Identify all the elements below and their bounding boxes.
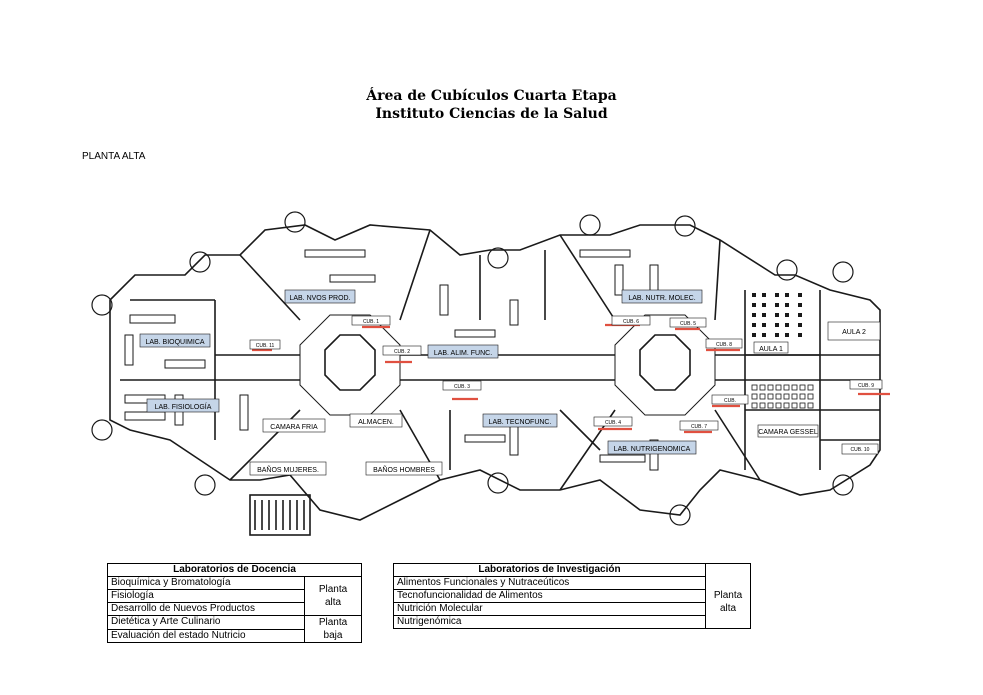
aula-1-label: AULA 1 (759, 346, 783, 353)
cub-5-label: CUB. 5 (680, 321, 696, 327)
cub-blank-label: CUB. (724, 398, 736, 404)
lab-bioquimica-label: LAB. BIOQUIMICA (145, 339, 204, 346)
docencia-row: Fisiología (107, 589, 305, 603)
lab-nvos-prod-box (284, 289, 356, 304)
lab-bioquimica-box (139, 333, 211, 348)
corner-towers (91, 211, 854, 526)
cub-10-label: CUB. 10 (851, 447, 870, 453)
cubicle-markers (252, 323, 890, 434)
floor-label: PLANTA ALTA (82, 151, 146, 162)
investigacion-row: Nutrigenómica (393, 615, 706, 629)
docencia-header: Laboratorios de Docencia (107, 563, 362, 577)
gessel-seating (751, 384, 814, 409)
lab-nvos-prod-label: LAB. NVOS PROD. (289, 295, 350, 302)
lab-fisiologia-label: LAB. FISIOLOGÍA (155, 402, 212, 411)
cub-6-label: CUB. 6 (623, 319, 639, 325)
aula-2-label: AULA 2 (842, 329, 866, 336)
docencia-row: Desarrollo de Nuevos Productos (107, 602, 305, 616)
docencia-loc-alta: Planta alta (304, 576, 362, 616)
title-line-2: Instituto Ciencias de la Salud (375, 106, 608, 122)
docencia-row: Dietética y Arte Culinario (107, 615, 305, 630)
banos-mujeres-label: BAÑOS MUJERES. (257, 465, 319, 474)
investigacion-loc: Planta alta (705, 576, 751, 629)
cub-4-label: CUB. 4 (605, 420, 621, 426)
docencia-row: Bioquímica y Bromatología (107, 576, 305, 590)
lab-nutrigenomica-box (607, 440, 697, 455)
cub-3-label: CUB. 3 (454, 384, 470, 390)
investigacion-table: Laboratorios de Investigación Alimentos … (393, 563, 751, 629)
cub-11-label: CUB. 11 (256, 343, 275, 349)
room-label-boxes (249, 315, 883, 476)
docencia-row: Evaluación del estado Nutricio (107, 628, 305, 643)
cub-9-label: CUB. 9 (858, 383, 874, 389)
plan-walls (109, 224, 881, 536)
investigacion-header: Laboratorios de Investigación (393, 563, 706, 577)
docencia-table: Laboratorios de Docencia Bioquímica y Br… (107, 563, 362, 643)
banos-hombres-label: BAÑOS HOMBRES (373, 465, 435, 474)
building-outline (109, 224, 881, 521)
lab-tecnofunc-label: LAB. TECNOFUNC. (489, 419, 552, 426)
cub-2-label: CUB. 2 (394, 349, 410, 355)
aula-seating (752, 293, 802, 337)
cub-7-label: CUB. 7 (691, 424, 707, 430)
lab-alim-func-box (427, 344, 499, 359)
lab-label-boxes (139, 289, 703, 455)
lab-nutrigenomica-label: LAB. NUTRIGENOMICA (614, 446, 691, 453)
camara-gessel-label: CAMARA GESSEL (758, 429, 818, 436)
lab-tecnofunc-box (482, 413, 558, 428)
camara-fria-label: CAMARA FRIA (270, 424, 318, 431)
cub-1-label: CUB. 1 (363, 319, 379, 325)
docencia-loc-baja: Planta baja (304, 615, 362, 643)
investigacion-row: Nutrición Molecular (393, 602, 706, 616)
title-line-1: Área de Cubículos Cuarta Etapa (366, 88, 617, 104)
lab-alim-func-label: LAB. ALIM. FUNC. (434, 350, 492, 357)
investigacion-row: Alimentos Funcionales y Nutraceúticos (393, 576, 706, 590)
courtyard-right (639, 334, 691, 391)
courtyard-left (324, 334, 376, 391)
floor-plan: LAB. NVOS PROD. LAB. BIOQUIMICA LAB. FIS… (91, 211, 890, 536)
lab-benches (124, 249, 659, 471)
lab-nutr-molec-box (621, 289, 703, 304)
cub-8-label: CUB. 8 (716, 342, 732, 348)
lab-fisiologia-box (146, 398, 220, 413)
investigacion-row: Tecnofuncionalidad de Alimentos (393, 589, 706, 603)
almacen-label: ALMACEN. (358, 419, 394, 426)
lab-nutr-molec-label: LAB. NUTR. MOLEC. (628, 295, 695, 302)
